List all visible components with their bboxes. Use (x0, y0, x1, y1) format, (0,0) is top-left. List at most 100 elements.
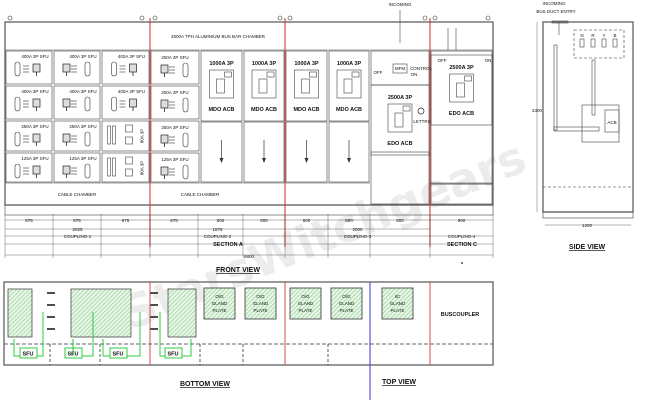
switch-body-icon (62, 165, 71, 175)
sfu-rating-label: 400A 3P SFU (21, 54, 48, 59)
acb-rating-label: 1000A 3P (252, 61, 277, 67)
switch-body-icon (129, 98, 137, 108)
gland-plate (203, 287, 236, 320)
mfm-meter-icon (392, 63, 408, 74)
side-view-plinth (542, 211, 634, 219)
handle-slot-icon (14, 163, 21, 179)
acb-type-label: MDO ACB (251, 107, 277, 113)
lifting-eye-icon (287, 15, 293, 21)
off-indicator-label: OFF (438, 58, 447, 63)
dimension-width-label: 675 (25, 218, 33, 223)
acb-breaker-icon (336, 69, 362, 99)
handle-slot-icon (84, 131, 91, 147)
dimension-width-label: 675 (170, 218, 178, 223)
dimension-width-label: 600 (303, 218, 311, 223)
lifting-eye-icon (152, 15, 158, 21)
gland-plate-label-line: O/G (301, 294, 310, 299)
acb-rating-label: 1000A 3P (337, 61, 362, 67)
handle-slot-icon (84, 163, 91, 179)
cable-termination-box (573, 29, 625, 59)
incomer-cable-compartment (370, 151, 430, 205)
switch-body-icon (32, 63, 41, 73)
riser-busbar (591, 59, 596, 116)
phase-label: B (613, 33, 616, 38)
coupler-acb-compartment (430, 54, 493, 126)
coupling-label: COUPLING-2 (204, 234, 232, 239)
handle-slot-icon (182, 132, 189, 148)
sfu-switch-icon (14, 163, 41, 179)
acb-compartment (328, 50, 370, 122)
arrow-head-icon (304, 158, 309, 163)
acb-display-icon (351, 71, 360, 78)
cable-gland-opening (70, 288, 132, 338)
side-incoming-label: INCOMING (543, 1, 566, 6)
lifting-eye-icon (485, 15, 491, 21)
gland-plate-label-line: O/G (256, 294, 265, 299)
acb-compartment (285, 50, 328, 122)
feeder-compartment (150, 50, 200, 85)
sfu-box (19, 347, 38, 359)
acb-type-label: EDO ACB (449, 111, 474, 117)
acb-breaker-icon (251, 69, 277, 99)
phase-terminal-icon (601, 38, 607, 48)
outgoing-cable-compartment (285, 121, 328, 183)
sfu-rating-label: 250A 3P SFU (161, 55, 188, 60)
handle-slot-icon (182, 62, 189, 78)
side-depth-label: 1200 (582, 223, 593, 228)
sfu-switch-icon (160, 164, 189, 180)
feeder-compartment (5, 120, 53, 152)
gland-plate-label-line: GLAND (339, 301, 355, 306)
sfu-rating-label: 400A 3P SFU (21, 89, 48, 94)
acb-mechanism-icon (216, 78, 225, 94)
acb-display-icon (224, 71, 232, 78)
gland-plate-label-line: GLAND (212, 301, 228, 306)
mcb-icon (125, 156, 133, 165)
acb-rating-label: 1000A 3P (294, 61, 319, 67)
acb-side-icon (604, 109, 620, 133)
switch-body-icon (160, 134, 169, 144)
acb-type-label: EDO ACB (387, 141, 412, 147)
sfu-rating-label: 400A 3P SFU (118, 89, 145, 94)
switch-body-icon (62, 98, 71, 108)
sfu-rating-label: 250A 3P SFU (161, 90, 188, 95)
feeder-compartment (101, 50, 150, 85)
dimension-width-label: 675 (122, 218, 130, 223)
cable-chamber-label: CABLE CHAMBER (181, 192, 220, 197)
feeder-compartment (53, 152, 101, 183)
outgoing-cable-compartment (200, 121, 243, 183)
total-width-label: 6800 (244, 254, 255, 259)
handle-slot-icon (14, 96, 21, 112)
cable-chamber-label: CABLE CHAMBER (58, 192, 97, 197)
bottom-view-title: BOTTOM VIEW (180, 381, 230, 388)
handle-slot-icon (84, 61, 91, 77)
sfu-switch-icon (160, 62, 189, 78)
handle-slot-icon (111, 61, 117, 77)
feeder-compartment (5, 152, 53, 183)
arrow-head-icon (347, 158, 351, 163)
dimension-width-label: 900 (458, 218, 466, 223)
gland-plate-label-line: PLATE (213, 308, 227, 313)
lifting-eye-icon (422, 15, 428, 21)
lifting-eye-icon (7, 15, 13, 21)
sfu-cable-route (13, 312, 94, 357)
cable-gland-opening (7, 288, 33, 338)
acb-breaker-icon (449, 73, 474, 103)
phase-terminal-icon (612, 38, 618, 48)
mcb-icon (107, 125, 111, 145)
lifting-eye-icon (277, 15, 283, 21)
phase-label: R (591, 33, 595, 38)
side-acb-label: ACB (607, 120, 616, 125)
acb-mechanism-icon (456, 82, 465, 98)
sfu-box (164, 347, 183, 359)
buscoupler-label: BUSCOUPLER (441, 312, 480, 318)
phase-label: N (580, 33, 583, 38)
gland-plate-label-line: GLAND (253, 301, 269, 306)
side-view-title: SIDE VIEW (569, 244, 606, 251)
acb-compartment (243, 50, 285, 122)
on-indicator-label: ON (485, 58, 492, 63)
mcb-icon (125, 136, 133, 145)
dimension-width-label: 800 (396, 218, 404, 223)
bottom-view-frame (3, 281, 494, 366)
